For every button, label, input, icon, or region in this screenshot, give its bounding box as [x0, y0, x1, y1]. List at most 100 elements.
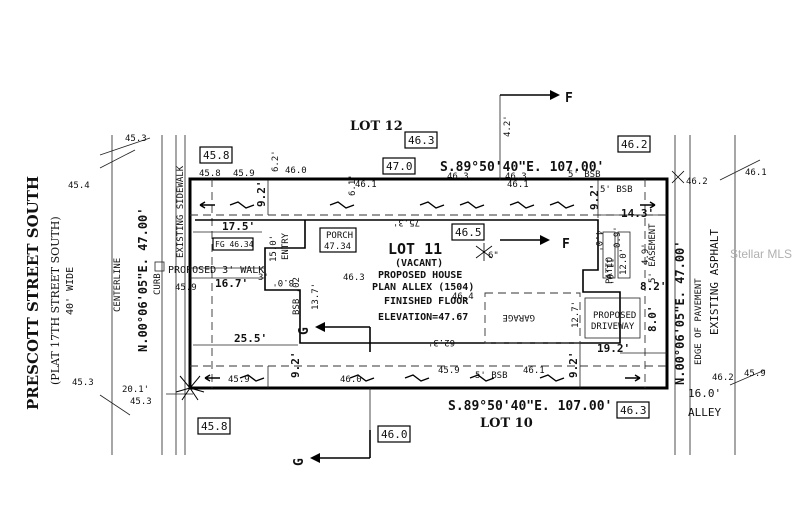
east-bearing: N.00°06'05"E. 47.00'	[673, 241, 687, 386]
dim-16-7: 16.7'	[215, 277, 248, 290]
house-plan-label: PLAN ALLEX (1504)	[372, 282, 474, 293]
centerline-label: CENTERLINE	[113, 258, 123, 312]
section-f-top: F	[565, 91, 573, 106]
dim-4-2: 4.2'	[503, 115, 513, 137]
elevation-box-nw	[199, 146, 233, 164]
drainage-arrows	[199, 201, 656, 382]
svg-text:45.9: 45.9	[438, 366, 460, 376]
dim-19-2: 19.2'	[597, 342, 630, 355]
walk-label: PROPOSED 3' WALK	[168, 265, 264, 276]
bsb-west-label: BSB ,02	[292, 277, 302, 315]
svg-text:PORCH: PORCH	[326, 231, 353, 241]
entry-label: ENTRY	[281, 232, 291, 260]
porch-box	[319, 227, 357, 253]
spot-elevations: 45.3 45.4 45.3 45.3 45.8 45.9 46.0 46.1 …	[68, 134, 767, 407]
svg-text:46.3: 46.3	[505, 172, 527, 182]
svg-text:46.2: 46.2	[712, 373, 734, 383]
section-g-top: G	[297, 327, 312, 335]
easement-label: 5' EASEMENT	[648, 223, 658, 283]
lot-boundary	[188, 177, 669, 390]
svg-text:45.9: 45.9	[228, 375, 250, 385]
dim-4-0: 4.0'	[593, 230, 603, 252]
dim-12-7: 12.7'	[571, 301, 581, 328]
svg-text:45.3: 45.3	[125, 134, 147, 144]
svg-text:46.3: 46.3	[408, 134, 435, 147]
driveway-outline	[584, 297, 641, 339]
edge-of-pavement-label: EDGE OF PAVEMENT	[694, 278, 704, 365]
elevation-box-center	[451, 223, 485, 241]
patio-label: PATIO	[605, 257, 615, 284]
lot-11-title: LOT 11	[388, 240, 442, 258]
driveway-label-1: PROPOSED	[593, 311, 636, 321]
section-f-bottom: F	[562, 237, 570, 252]
elevation-box-ne	[617, 135, 651, 153]
garage-label: GARAGE	[502, 312, 535, 322]
driveway-label-2: DRIVEWAY	[591, 322, 635, 332]
street-area	[99, 135, 186, 455]
dim-8-0: 8.0'	[646, 306, 659, 333]
svg-text:45.3: 45.3	[130, 397, 152, 407]
svg-text:46.2: 46.2	[686, 177, 708, 187]
street-width: 40' WIDE	[65, 267, 76, 315]
north-bearing: S.89°50'40"E. 107.00'	[440, 160, 604, 175]
dim-8-0-entry: 8.0'	[272, 277, 294, 287]
dim-25-5: 25.5'	[234, 332, 267, 345]
section-g-bottom: G	[292, 458, 307, 466]
proposed-house-label: PROPOSED HOUSE	[378, 270, 462, 281]
svg-text:45.3: 45.3	[72, 378, 94, 388]
svg-text:45.8: 45.8	[201, 420, 228, 433]
dim-4-9: 4.9'	[641, 243, 651, 265]
elevation-box-se	[616, 401, 650, 419]
dim-6-2: 6.2'	[271, 150, 281, 172]
dim-17-5: 17.5'	[222, 220, 255, 233]
elevation-box-north-mid	[404, 131, 438, 149]
svg-text:46.0: 46.0	[381, 428, 408, 441]
dim-13-7: 13.7'	[311, 283, 321, 310]
svg-text:46.3: 46.3	[447, 172, 469, 182]
dim-14-3: 14.3'	[621, 207, 654, 220]
tree-icon	[671, 170, 685, 184]
alley-width: 16.0'	[688, 387, 721, 400]
svg-text:46.4: 46.4	[452, 292, 474, 302]
finished-floor-label: FINISHED FLOOR	[384, 296, 469, 307]
sidewalk-label: EXISTING SIDEWALK	[176, 165, 186, 258]
svg-text:45.4: 45.4	[68, 181, 90, 191]
section-f-marker	[500, 90, 560, 245]
alley-area	[674, 135, 766, 455]
lot-12-label: LOT 12	[350, 119, 403, 134]
svg-text:47.0: 47.0	[386, 160, 413, 173]
lot-10-label: LOT 10	[480, 416, 533, 431]
dim-6-1: 6.1'	[348, 174, 358, 196]
dim-12-0: 12.0'	[619, 248, 629, 275]
dim-11-0: 11.0'	[604, 258, 614, 285]
dim-0-9: 0.9'	[613, 226, 623, 248]
dim-15-0: 15.0'	[269, 235, 279, 262]
elevation-box-north-47	[382, 157, 416, 175]
svg-text:46.0: 46.0	[340, 375, 362, 385]
dim-62-3: 62.3'	[428, 337, 455, 347]
street-plat: (PLAT 17TH STREET SOUTH)	[49, 216, 62, 385]
elevation-box-sw	[197, 417, 231, 435]
fg-box	[212, 237, 254, 251]
dim-ne-9-2: 9.2'	[588, 184, 601, 211]
house-outline	[264, 219, 621, 344]
svg-text:46.0: 46.0	[285, 166, 307, 176]
existing-asphalt-label: EXISTING ASPHALT	[708, 229, 721, 335]
svg-text:FG 46.34: FG 46.34	[215, 240, 254, 249]
svg-text:47.34: 47.34	[324, 242, 351, 252]
svg-text:46.1: 46.1	[507, 180, 529, 190]
svg-text:45.8: 45.8	[203, 149, 230, 162]
dim-6in: 6"	[488, 251, 499, 261]
dim-3: 3'	[258, 273, 269, 283]
curb-label: CURB	[153, 273, 163, 295]
svg-text:46.1: 46.1	[355, 180, 377, 190]
dim-sw-9-2: 9.2'	[289, 352, 302, 379]
alley-label: ALLEY	[688, 406, 721, 419]
svg-text:46.3: 46.3	[343, 273, 365, 283]
svg-text:46.2: 46.2	[621, 138, 648, 151]
watermark: Stellar MLS	[730, 247, 792, 261]
section-g-marker	[310, 322, 371, 463]
svg-text:46.1: 46.1	[745, 168, 767, 178]
svg-text:46.5: 46.5	[455, 226, 482, 239]
